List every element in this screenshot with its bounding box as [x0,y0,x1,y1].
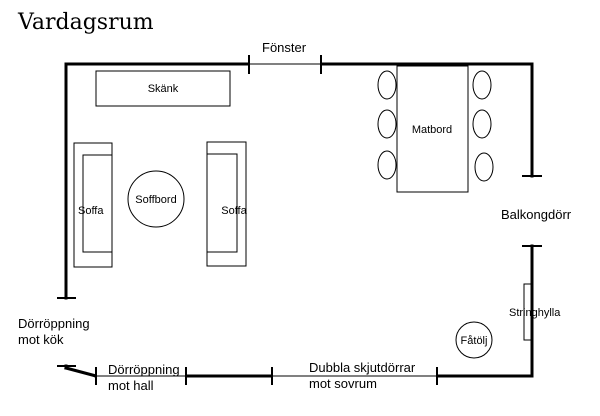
window-label: Fönster [262,40,307,55]
balcony-door-label: Balkongdörr [501,207,572,222]
chair-right-1 [472,70,492,100]
kitchen-opening-label-1: Dörröppning [18,316,90,331]
wall-bottom-left [64,366,98,378]
shelf-label: Stringhylla [509,307,561,319]
hall-opening-label-1: Dörröppning [108,362,180,377]
chair-left-2 [377,109,397,139]
coffee-table-label: Soffbord [135,194,176,206]
kitchen-opening-label-2: mot kök [18,332,64,347]
sofa-left-label: Soffa [78,205,104,217]
dining-table-label: Matbord [412,124,452,136]
armchair-label: Fåtölj [461,335,488,347]
sofa-right-outer [206,141,247,267]
chair-right-2 [472,109,492,139]
diagram-title: Vardagsrum [18,10,154,35]
chair-right-3 [474,152,494,182]
armchair [455,321,493,359]
sliding-doors-label-1: Dubbla skjutdörrar [309,360,416,375]
hall-opening-label-2: mot hall [108,378,154,393]
sideboard-label: Skänk [148,83,179,95]
chair-left-1 [377,70,397,100]
dining-table [396,65,469,193]
coffee-table [127,170,185,228]
sofa-right-label: Soffa [221,205,247,217]
chair-left-3 [377,150,397,180]
sliding-doors-label-2: mot sovrum [309,376,377,391]
sofa-right-inner [206,153,238,253]
sideboard [95,70,231,107]
shelf [523,283,533,341]
sofa-left-inner [82,154,113,253]
